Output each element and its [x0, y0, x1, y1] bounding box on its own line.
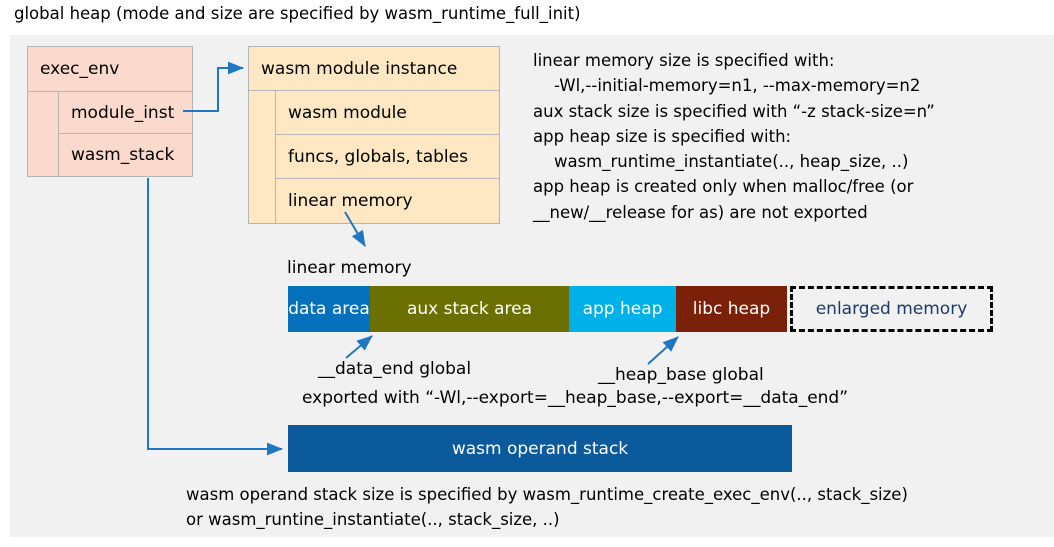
wmi-row-linear-memory: linear memory — [275, 178, 500, 224]
memory-segment-enlarged-memory: enlarged memory — [790, 286, 993, 332]
annotation-exported-with: exported with “-Wl,--export=__heap_base,… — [302, 388, 849, 408]
wmi-row-funcs-globals-tables: funcs, globals, tables — [275, 134, 500, 179]
page-title: global heap (mode and size are specified… — [14, 4, 581, 23]
wasm-module-instance-group: wasm module instance wasm module funcs, … — [248, 46, 500, 224]
memory-segment-libc-heap: libc heap — [676, 286, 787, 332]
module-inst-label: module_inst — [71, 102, 175, 123]
linear-memory-bar: data area aux stack area app heap libc heap… — [288, 286, 993, 332]
wasm-operand-stack-label: wasm operand stack — [451, 438, 629, 459]
wmi-row-wasm-module: wasm module — [275, 90, 500, 135]
funcs-globals-tables-label: funcs, globals, tables — [288, 146, 468, 167]
linear-memory-caption: linear memory — [287, 258, 412, 278]
wasm-module-instance-gutter — [248, 90, 276, 224]
exec-env-group: exec_env module_inst wasm_stack — [27, 46, 193, 177]
memory-segment-app-heap: app heap — [569, 286, 676, 332]
memory-segment-label: libc heap — [692, 299, 771, 319]
exec-env-header-label: exec_env — [40, 59, 120, 79]
wasm-operand-stack-bar: wasm operand stack — [288, 425, 792, 472]
memory-segment-label: aux stack area — [406, 299, 533, 319]
exec-env-gutter — [27, 91, 59, 177]
exec-env-row-module-inst: module_inst — [58, 91, 193, 134]
annotation-heap-base: __heap_base global — [598, 365, 764, 385]
wasm-module-instance-header: wasm module instance — [248, 46, 500, 91]
memory-segment-label: enlarged memory — [815, 299, 968, 319]
exec-env-row-wasm-stack: wasm_stack — [58, 133, 193, 177]
wasm-stack-label: wasm_stack — [71, 145, 175, 165]
memory-segment-label: data area — [288, 299, 370, 319]
memory-segment-data-area: data area — [288, 286, 370, 332]
linear-memory-row-label: linear memory — [288, 191, 413, 211]
annotation-data-end: __data_end global — [318, 359, 472, 379]
operand-stack-note: wasm operand stack size is specified by … — [186, 485, 908, 530]
wasm-module-instance-header-label: wasm module instance — [261, 58, 458, 79]
linear-memory-notes: linear memory size is specified with: -W… — [533, 51, 935, 222]
memory-segment-aux-stack-area: aux stack area — [370, 286, 569, 332]
wasm-module-label: wasm module — [288, 102, 407, 123]
memory-segment-label: app heap — [582, 299, 663, 319]
exec-env-header: exec_env — [27, 46, 193, 92]
